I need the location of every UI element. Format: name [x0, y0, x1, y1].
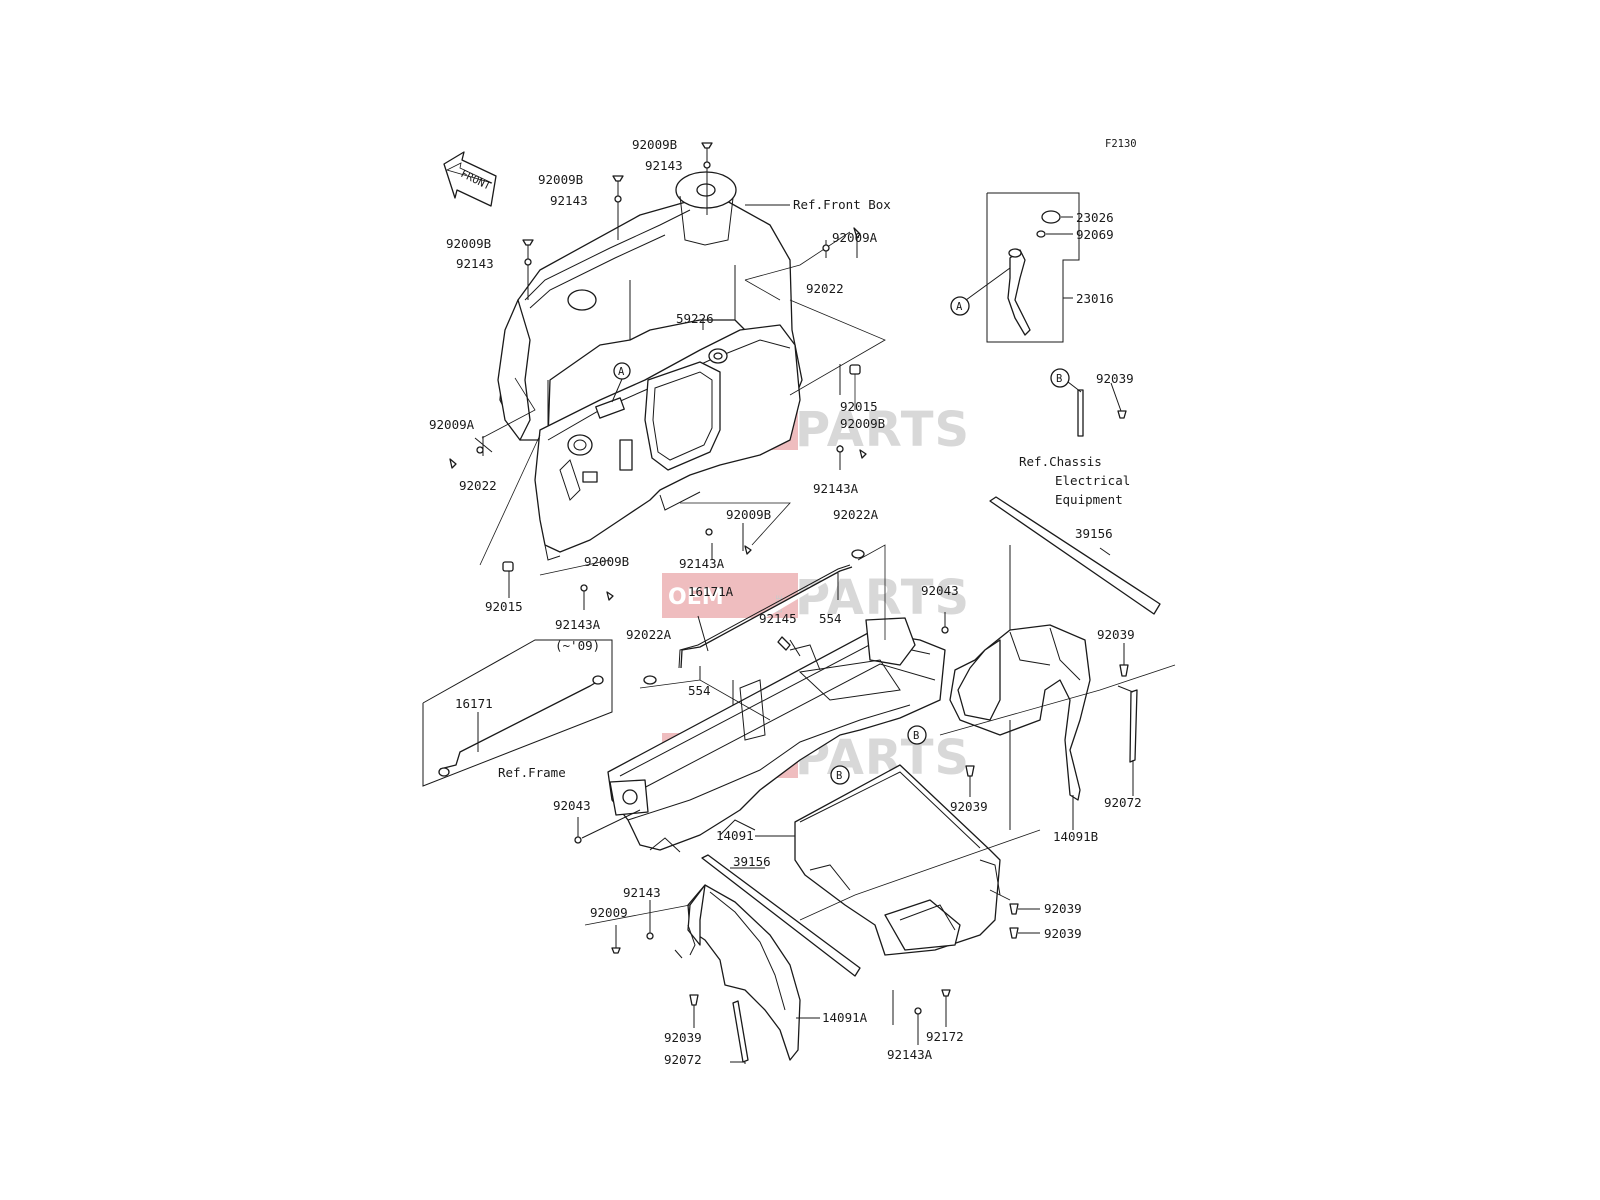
part-label: 92143A: [887, 1047, 933, 1062]
upper-cover-panel: [497, 171, 803, 561]
front-direction-arrow: FRONT: [443, 151, 497, 207]
part-label: 14091A: [822, 1010, 868, 1025]
part-label: 92039: [1096, 371, 1134, 386]
rod-16171a: [639, 544, 949, 721]
part-label: 92009: [590, 905, 628, 920]
chassis-reference-group: B: [1050, 368, 1127, 437]
part-label: 16171: [455, 696, 493, 711]
part-label: 92015: [485, 599, 523, 614]
fasteners-top: [449, 142, 867, 601]
watermark-parts-text: PARTS: [795, 402, 970, 458]
part-label: 92143: [456, 256, 494, 271]
part-label: 92069: [1076, 227, 1114, 242]
callout-a-label: A: [956, 301, 963, 313]
part-label: 92143: [623, 885, 661, 900]
part-label: 92039: [1044, 926, 1082, 941]
ref-front-box: Ref.Front Box: [793, 197, 891, 212]
part-label: 92039: [950, 799, 988, 814]
part-label: 92143A: [813, 481, 859, 496]
part-label: 92143A: [679, 556, 725, 571]
part-label: 92009B: [446, 236, 491, 251]
frame-structure: [607, 617, 946, 853]
part-label: 92015: [840, 399, 878, 414]
part-label: 14091: [716, 828, 754, 843]
center-floor-tray: B B: [755, 725, 1041, 1045]
part-label: 92009B: [538, 172, 583, 187]
watermark-2: OEM BIKE PARTS: [662, 570, 969, 626]
part-label: 23026: [1076, 210, 1114, 225]
part-label: 92022: [806, 281, 844, 296]
part-label: 92072: [664, 1052, 702, 1067]
part-label: 92039: [1044, 901, 1082, 916]
figure-code: F2130: [1105, 138, 1137, 150]
trim-strip-left: [701, 854, 861, 977]
part-label: 92009A: [832, 230, 878, 245]
part-label: 92009B: [632, 137, 677, 152]
ref-frame: Ref.Frame: [498, 765, 566, 780]
callout-a-label: A: [618, 366, 625, 378]
part-label: 92039: [1097, 627, 1135, 642]
bolt-92043-left: [574, 809, 641, 844]
part-label: 92043: [553, 798, 591, 813]
part-label: 39156: [1075, 526, 1113, 541]
trim-strip-right: [989, 496, 1161, 615]
part-label: 92009B: [840, 416, 885, 431]
part-number-labels: 92009B 92143 92009B 92143 92009B 92143 R…: [429, 137, 1142, 1067]
part-label: 554: [819, 611, 842, 626]
part-label: 554: [688, 683, 711, 698]
callout-b-label: B: [1056, 373, 1062, 385]
part-label: 92009A: [429, 417, 475, 432]
part-label: 92145: [759, 611, 797, 626]
watermark-oem-text: OEM: [668, 585, 724, 610]
part-label: 16171A: [688, 584, 734, 599]
part-label: 92009B: [726, 507, 771, 522]
part-label: 92172: [926, 1029, 964, 1044]
part-label: 92022: [459, 478, 497, 493]
part-label: 92043: [921, 583, 959, 598]
callout-b-label: B: [913, 730, 919, 742]
part-label: 92022A: [833, 507, 879, 522]
inset-note: (~'09): [555, 638, 600, 653]
left-side-panel: [584, 884, 820, 1064]
part-label: 14091B: [1053, 829, 1098, 844]
part-label: 23016: [1076, 291, 1114, 306]
ref-chassis-line1: Ref.Chassis: [1019, 454, 1102, 469]
rod-16171-inset: [422, 639, 613, 787]
part-label: 59226: [676, 311, 714, 326]
part-label: 92143: [550, 193, 588, 208]
right-side-panel: [939, 545, 1176, 830]
ref-chassis-line3: Equipment: [1055, 492, 1123, 507]
part-label: 92143A: [555, 617, 601, 632]
leader-lines-top: [474, 148, 886, 610]
part-label: 92143: [645, 158, 683, 173]
part-label: 92039: [664, 1030, 702, 1045]
part-label: 92022A: [626, 627, 672, 642]
ref-chassis-line2: Electrical: [1055, 473, 1130, 488]
part-label: 39156: [733, 854, 771, 869]
part-label: 92009B: [584, 554, 629, 569]
callout-a-panel: A: [611, 362, 631, 403]
part-label: 92072: [1104, 795, 1142, 810]
callout-b-label: B: [836, 770, 842, 782]
ignition-switch-inset: A: [950, 192, 1080, 343]
